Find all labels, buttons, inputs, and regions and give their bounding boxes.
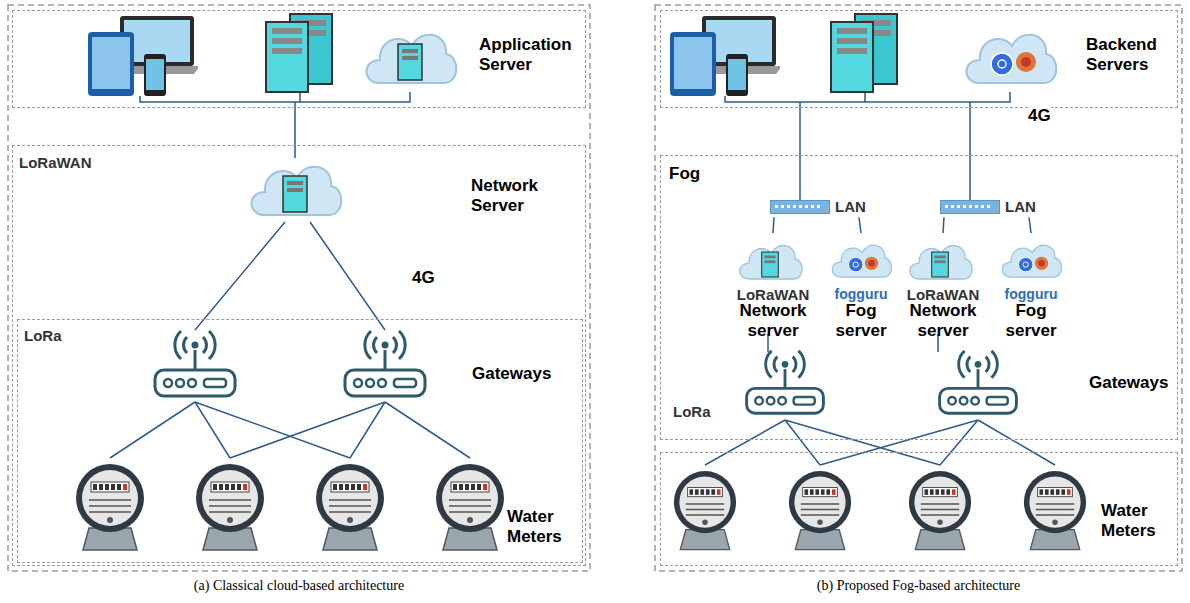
link-label: 4G [412, 268, 435, 288]
node-label: Gateways [472, 364, 582, 384]
network-band: LoRaWAN Network ServerLoRaGatewaysWater M… [12, 145, 586, 566]
fog-server: fogguruFog server [821, 233, 901, 342]
node-label: Water Meters [507, 507, 585, 546]
caption: (b) Proposed Fog-based architecture [655, 578, 1182, 594]
server-band: Backend Servers [660, 10, 1178, 108]
caption: (a) Classical cloud-based architecture [8, 578, 590, 594]
node-label: fogguru [991, 286, 1071, 302]
node-label: Backend Servers [1086, 35, 1176, 74]
node-label: LoRaWAN [729, 286, 817, 303]
node-label: Network Server [471, 176, 581, 215]
node-label: LAN [835, 198, 866, 215]
node-label: Gateways [1089, 373, 1177, 393]
connector [773, 217, 774, 233]
node-label: fogguru [821, 286, 901, 302]
node-label: Fog server [823, 301, 899, 340]
node-label: Network server [901, 301, 985, 340]
network-server: LoRaWANNetwork server [899, 233, 987, 342]
fog-band: FogLoRaGatewaysLANLoRaWANNetwork serverf… [660, 155, 1178, 440]
meter-band: Water Meters [660, 452, 1178, 566]
lora-band: LoRaGatewaysWater Meters [17, 319, 583, 563]
link-label: 4G [1028, 106, 1051, 126]
node-label: Fog [669, 164, 700, 184]
node-label: Application Server [479, 35, 584, 74]
server-band: Application Server [12, 10, 586, 108]
fog-server: fogguruFog server [991, 233, 1071, 342]
node-label: Network server [731, 301, 815, 340]
lan-switch: LAN [939, 197, 1034, 217]
node-label: Fog server [993, 301, 1069, 340]
connector [859, 217, 861, 233]
node-label: LoRa [673, 403, 711, 420]
node-label: LoRa [24, 327, 62, 344]
node-label: LoRaWAN [19, 154, 92, 171]
node-label: LoRaWAN [899, 286, 987, 303]
node-label: LAN [1005, 198, 1036, 215]
lan-switch: LAN [769, 197, 864, 217]
connector [1029, 217, 1031, 233]
network-server: LoRaWANNetwork server [729, 233, 817, 342]
connector [943, 217, 944, 233]
node-label: Water Meters [1101, 501, 1177, 540]
